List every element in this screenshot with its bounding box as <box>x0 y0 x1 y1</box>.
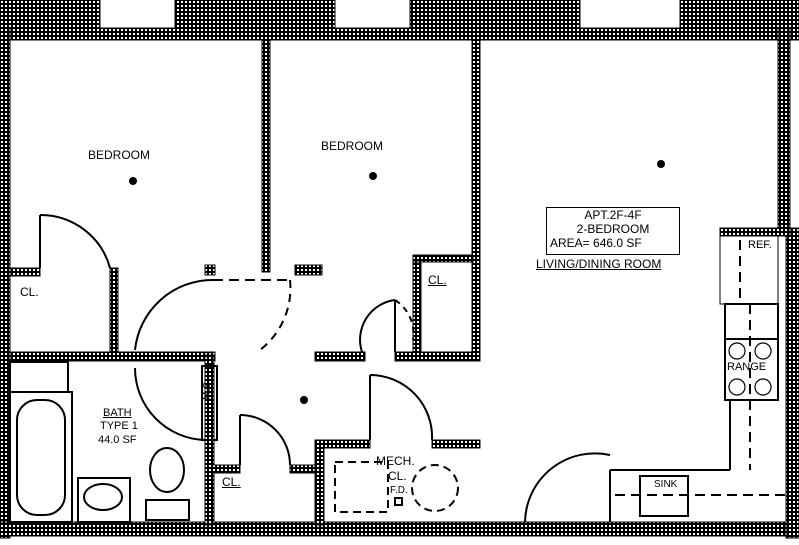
closet-2-label: CL. <box>428 273 447 287</box>
bath-area: 44.0 SF <box>98 434 137 446</box>
apartment-unit: APT.2F-4F <box>584 208 642 222</box>
apartment-area: AREA= 646.0 SF <box>550 236 642 250</box>
floor-drain-label: F.D. <box>390 485 408 496</box>
apartment-type: 2-BEDROOM <box>576 222 650 236</box>
bedroom-1-label: BEDROOM <box>88 148 151 162</box>
fixtures-lines <box>9 213 786 523</box>
bedroom-2-label: BEDROOM <box>321 139 384 153</box>
closet-3-label: CL. <box>222 475 241 489</box>
living-room-label: LIVING/DINING ROOM <box>536 257 662 271</box>
bath-label: BATH <box>103 407 132 419</box>
ref-label: REF. <box>748 239 772 251</box>
sink-label: SINK <box>654 479 678 490</box>
medicine-cabinet-label: M.S. <box>202 379 213 400</box>
range-label: RANGE <box>727 361 767 373</box>
mech-label: MECH. <box>376 454 415 468</box>
bath-type: TYPE 1 <box>100 420 138 432</box>
mech-closet-label: CL. <box>388 469 407 483</box>
ceiling-lights <box>129 160 665 404</box>
closet-1-label: CL. <box>20 285 39 299</box>
apartment-info-box: APT.2F-4F 2-BEDROOM AREA= 646.0 SF <box>546 207 680 255</box>
